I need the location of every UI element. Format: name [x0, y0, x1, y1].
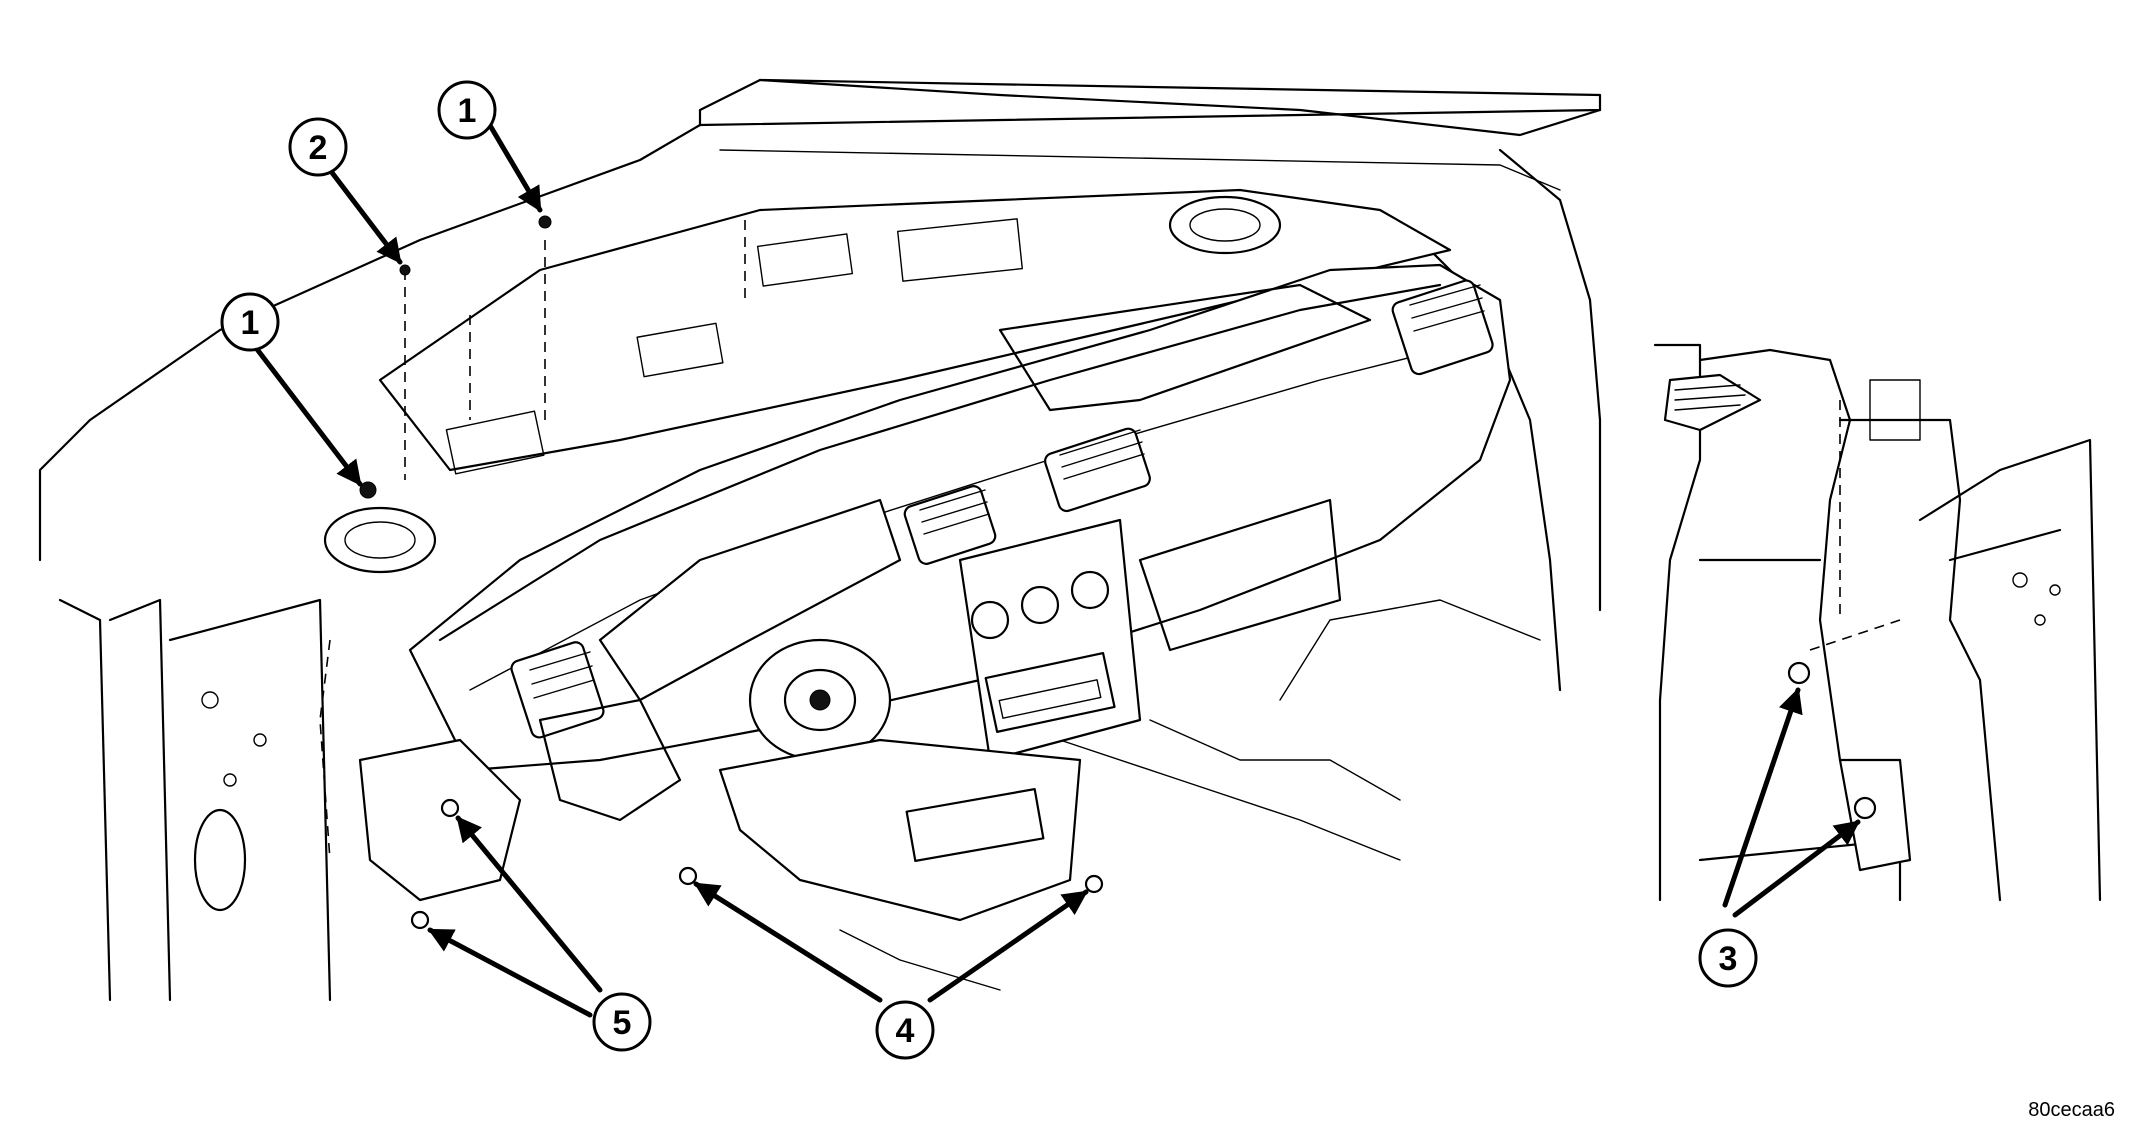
callout-label: 5: [613, 1004, 632, 1042]
callout-label: 2: [309, 129, 328, 167]
arrow-2: [327, 167, 403, 265]
callout-label: 1: [458, 92, 477, 130]
vehicle-body-illustration: [38, 78, 1602, 1002]
callout-label: 3: [1719, 940, 1738, 978]
callout-3: 3: [1698, 928, 1758, 988]
callout-label: 1: [241, 304, 260, 342]
arrow-5a: [455, 815, 603, 993]
arrow-3a: [1722, 687, 1803, 908]
arrow-1-left: [247, 337, 363, 487]
callout-label: 4: [896, 1012, 915, 1050]
callout-2: 2: [288, 117, 348, 177]
callout-5: 5: [592, 992, 652, 1052]
callout-1-top: 1: [437, 80, 497, 140]
figure-id-label: 80cecaa6: [2028, 1099, 2115, 1121]
callout-arrows: [247, 97, 1861, 1018]
inset-detail-illustration: [1653, 343, 2102, 902]
callout-1-left: 1: [220, 292, 280, 352]
arrow-4a: [693, 881, 883, 1003]
arrow-4b: [927, 889, 1089, 1003]
arrow-5b: [427, 927, 593, 1018]
vent-louvers: [529, 284, 1485, 699]
inset-vent-louvers: [1674, 384, 1746, 411]
callout-4: 4: [875, 1000, 935, 1060]
arrow-3b: [1732, 819, 1861, 918]
